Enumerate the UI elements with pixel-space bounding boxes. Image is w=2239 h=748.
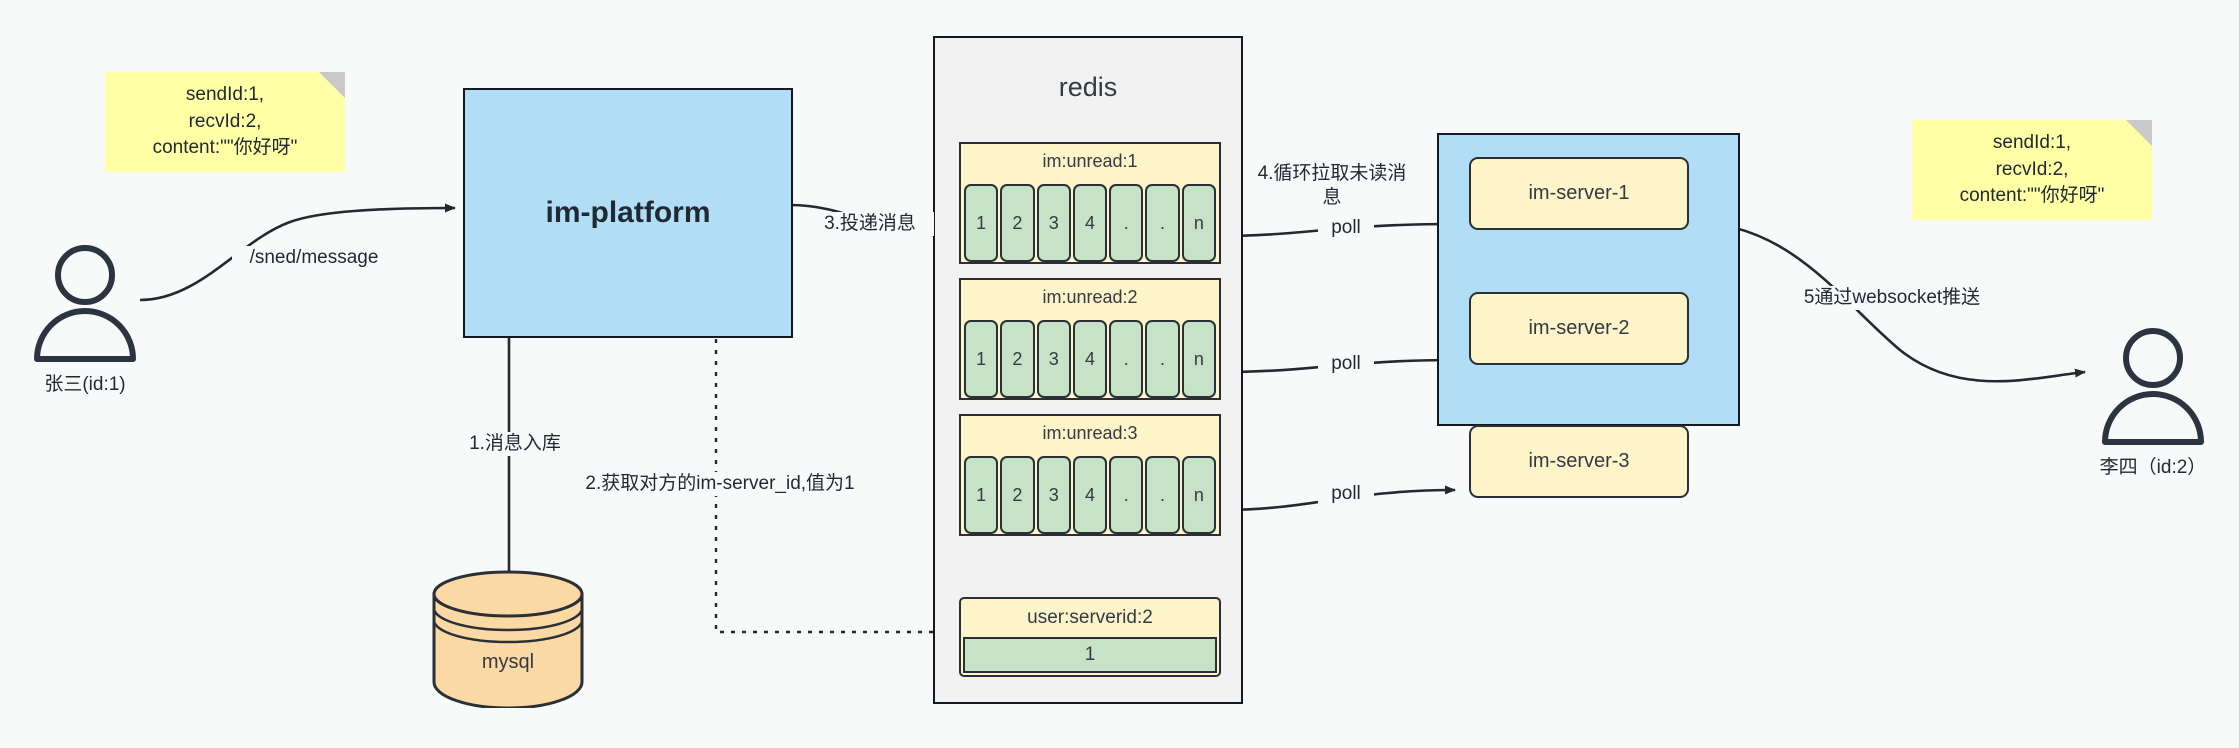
page-fold-corner-icon: [319, 72, 345, 98]
redis-title: redis: [1058, 72, 1118, 102]
note-sender-payload: sendId:1, recvId:2, content:""你好呀": [105, 72, 345, 172]
im-server-2-box[interactable]: im-server-2: [1469, 292, 1689, 365]
queue-cell[interactable]: .: [1145, 456, 1180, 534]
im-server-1-box[interactable]: im-server-1: [1469, 157, 1689, 230]
database-cylinder-icon: [432, 570, 584, 710]
queue-cell[interactable]: .: [1145, 320, 1180, 398]
kv-key-label: user:serverid:2: [1027, 607, 1153, 628]
edge-label-step2: 2.获取对方的im-server_id,值为1: [568, 472, 872, 496]
edge-label-step3: 3.投递消息: [806, 212, 934, 236]
queue-cell[interactable]: n: [1181, 184, 1216, 262]
actor-sender: 张三(id:1): [20, 235, 150, 395]
queue-key-label: im:unread:2: [1042, 287, 1138, 307]
queue-cell[interactable]: 1: [964, 184, 999, 262]
queue-cell[interactable]: 3: [1036, 184, 1071, 262]
im-platform-label: im-platform: [545, 196, 711, 229]
edge-label-poll-3: poll: [1318, 482, 1374, 506]
queue-cell[interactable]: 2: [1000, 456, 1035, 534]
im-platform-box[interactable]: im-platform: [463, 88, 793, 338]
queue-cell[interactable]: n: [1181, 456, 1216, 534]
im-server-3-label: im-server-3: [1528, 450, 1630, 472]
queue-cell[interactable]: 3: [1036, 320, 1071, 398]
edge-label-step4: 4.循环拉取未读消 息: [1250, 162, 1414, 210]
mysql-datastore[interactable]: mysql: [428, 568, 588, 710]
note-receiver-text: sendId:1, recvId:2, content:""你好呀": [1959, 131, 2105, 207]
redis-queue-im-unread-2[interactable]: im:unread:2 1 2 3 4 . . n: [959, 278, 1221, 400]
edge-label-poll-2: poll: [1318, 352, 1374, 376]
queue-cell[interactable]: .: [1109, 456, 1144, 534]
page-fold-corner-icon: [2126, 120, 2152, 146]
edge-label-step5: 5通过websocket推送: [1780, 286, 2004, 310]
queue-cell[interactable]: 1: [964, 320, 999, 398]
actor-sender-label: 张三(id:1): [44, 374, 126, 395]
queue-cell[interactable]: 2: [1000, 184, 1035, 262]
redis-panel: redis im:unread:1 1 2 3 4 . . n im:unrea…: [933, 36, 1243, 704]
queue-cell[interactable]: 4: [1072, 456, 1108, 534]
queue-key-label: im:unread:3: [1042, 423, 1138, 443]
mysql-label: mysql: [481, 651, 535, 673]
actor-receiver-label: 李四（id:2）: [2099, 457, 2207, 478]
queue-cell[interactable]: n: [1181, 320, 1216, 398]
im-server-3-box[interactable]: im-server-3: [1469, 425, 1689, 498]
edge-label-step1: 1.消息入库: [448, 432, 582, 456]
queue-cells: 1 2 3 4 . . n: [964, 184, 1216, 262]
queue-cell[interactable]: 1: [964, 456, 999, 534]
queue-cell[interactable]: 2: [1000, 320, 1035, 398]
note-receiver-payload: sendId:1, recvId:2, content:""你好呀": [1912, 120, 2152, 220]
queue-key-label: im:unread:1: [1042, 151, 1138, 171]
redis-kv-user-serverid[interactable]: user:serverid:2 1: [959, 597, 1221, 677]
queue-cell[interactable]: .: [1109, 184, 1144, 262]
queue-cell[interactable]: 3: [1036, 456, 1071, 534]
redis-queue-im-unread-3[interactable]: im:unread:3 1 2 3 4 . . n: [959, 414, 1221, 536]
im-server-2-label: im-server-2: [1528, 317, 1630, 339]
edge-label-poll-1: poll: [1318, 216, 1374, 240]
queue-cell[interactable]: .: [1109, 320, 1144, 398]
user-icon: [2102, 328, 2204, 445]
im-server-cluster: im-server-1 im-server-2 im-server-3: [1437, 133, 1740, 498]
queue-cell[interactable]: .: [1145, 184, 1180, 262]
edge-label-send-message: /sned/message: [232, 246, 396, 270]
kv-value: 1: [963, 637, 1217, 673]
note-sender-text: sendId:1, recvId:2, content:""你好呀": [152, 83, 298, 159]
queue-cell[interactable]: 4: [1072, 184, 1108, 262]
redis-queue-im-unread-1[interactable]: im:unread:1 1 2 3 4 . . n: [959, 142, 1221, 264]
user-icon: [34, 245, 136, 362]
queue-cell[interactable]: 4: [1072, 320, 1108, 398]
im-server-1-label: im-server-1: [1528, 182, 1630, 204]
queue-cells: 1 2 3 4 . . n: [964, 456, 1216, 534]
queue-cells: 1 2 3 4 . . n: [964, 320, 1216, 398]
actor-receiver: 李四（id:2）: [2088, 318, 2218, 478]
